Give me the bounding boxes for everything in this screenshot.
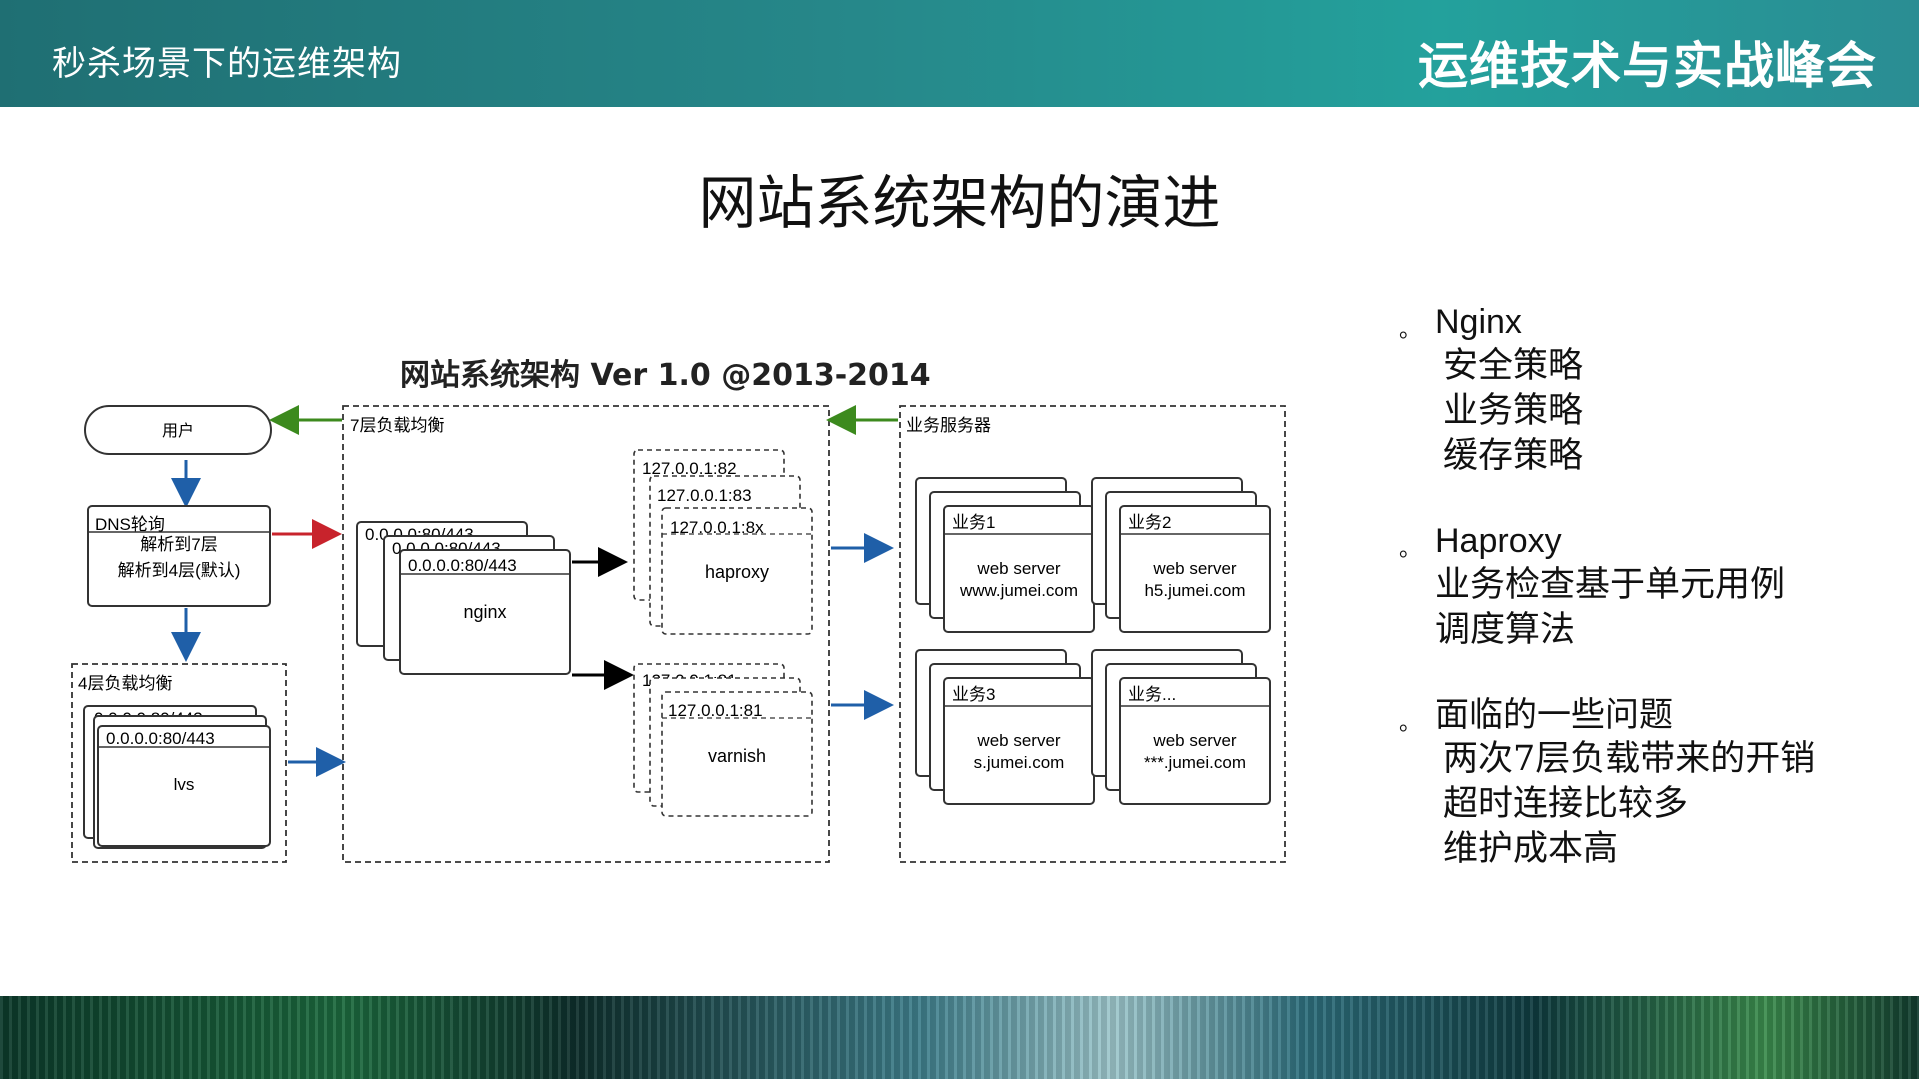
haproxy-label: haproxy: [705, 562, 769, 582]
bullet-item: 缓存策略: [1443, 436, 1584, 476]
l4-label: 4层负载均衡: [78, 674, 172, 693]
bullet-item: 超时连接比较多: [1443, 784, 1689, 824]
server-host: www.jumei.com: [959, 581, 1078, 600]
server-title: web server: [976, 731, 1060, 750]
server-tab: 业务2: [1128, 513, 1171, 532]
l7-lb-group: 7层负载均衡 0.0.0.0:80/443 0.0.0.0:80/443 0.0…: [342, 405, 830, 863]
bullet-dot: 。: [1399, 710, 1422, 735]
server-title: web server: [1152, 731, 1236, 750]
biz-label: 业务服务器: [906, 416, 991, 435]
l7-label: 7层负载均衡: [350, 416, 444, 435]
l4-addr: 0.0.0.0:80/443: [106, 729, 215, 748]
biz-server-group: 业务服务器 业务1 web server www.jumei.com 业务2 web s…: [899, 405, 1286, 863]
dns-line1: 解析到7层: [140, 535, 217, 554]
haproxy-addr1: 127.0.0.1:82: [642, 459, 737, 478]
server-host: ***.jumei.com: [1144, 753, 1246, 772]
nginx-label: nginx: [463, 602, 506, 622]
header-right-title: 运维技术与实战峰会: [1418, 37, 1877, 95]
server-host: h5.jumei.com: [1144, 581, 1245, 600]
lvs-label: lvs: [174, 775, 195, 794]
bullet-item: 安全策略: [1443, 346, 1584, 386]
dns-node: DNS轮询 解析到7层 解析到4层(默认): [87, 505, 271, 607]
footer-banner-image: [0, 996, 1919, 1079]
server-tab: 业务...: [1128, 685, 1176, 704]
slide-title: 网站系统架构的演进: [698, 169, 1221, 237]
bullet-group-haproxy: 。 Haproxy 业务检查基于单元用例 调度算法: [1395, 519, 1895, 653]
server-host: s.jumei.com: [974, 753, 1065, 772]
bullet-item: 两次7层负载带来的开销: [1443, 739, 1816, 779]
bullet-heading-issues: 面临的一些问题: [1435, 696, 1673, 734]
haproxy-addr2: 127.0.0.1:83: [657, 486, 752, 505]
varnish-label: varnish: [708, 746, 766, 766]
server-title: web server: [1152, 559, 1236, 578]
bullet-dot: 。: [1399, 536, 1422, 561]
user-node: 用户: [84, 405, 272, 455]
bullet-panel: 。 Nginx 安全策略 业务策略 缓存策略 。 Haproxy 业务检查基于单…: [1395, 300, 1895, 912]
server-card: 业务1 web server www.jumei.com: [915, 477, 1095, 633]
nginx-addr: 0.0.0.0:80/443: [408, 556, 517, 575]
header-left-title: 秒杀场景下的运维架构: [52, 44, 402, 84]
haproxy-addr3: 127.0.0.1:8x: [670, 518, 764, 537]
dns-label: DNS轮询: [95, 515, 165, 534]
user-label: 用户: [162, 422, 194, 440]
bullet-item: 调度算法: [1435, 610, 1576, 650]
server-card: 业务2 web server h5.jumei.com: [1091, 477, 1271, 633]
diagram-title: 网站系统架构 Ver 1.0 @2013-2014: [400, 358, 931, 393]
bullet-item: 业务检查基于单元用例: [1435, 565, 1786, 605]
bullet-group-nginx: 。 Nginx 安全策略 业务策略 缓存策略: [1395, 300, 1895, 479]
bullet-item: 业务策略: [1443, 391, 1584, 431]
bullet-item: 维护成本高: [1443, 829, 1619, 869]
bullet-group-issues: 。 面临的一些问题 两次7层负载带来的开销 超时连接比较多 维护成本高: [1395, 693, 1895, 872]
l4-lb-group: 4层负载均衡 0.0.0.0:80/443 0.0.0.0:80/443 lvs: [71, 663, 287, 863]
varnish-addr: 127.0.0.1:81: [668, 701, 763, 720]
server-tab: 业务1: [952, 513, 995, 532]
bullet-heading-nginx: Nginx: [1435, 303, 1522, 341]
server-card: 业务3 web server s.jumei.com: [915, 649, 1095, 805]
header-bar: 秒杀场景下的运维架构 运维技术与实战峰会: [0, 0, 1919, 107]
bullet-dot: 。: [1399, 317, 1422, 342]
server-title: web server: [976, 559, 1060, 578]
server-tab: 业务3: [952, 685, 995, 704]
dns-line2: 解析到4层(默认): [118, 561, 241, 580]
bullet-heading-haproxy: Haproxy: [1435, 522, 1562, 560]
server-card: 业务... web server ***.jumei.com: [1091, 649, 1271, 805]
